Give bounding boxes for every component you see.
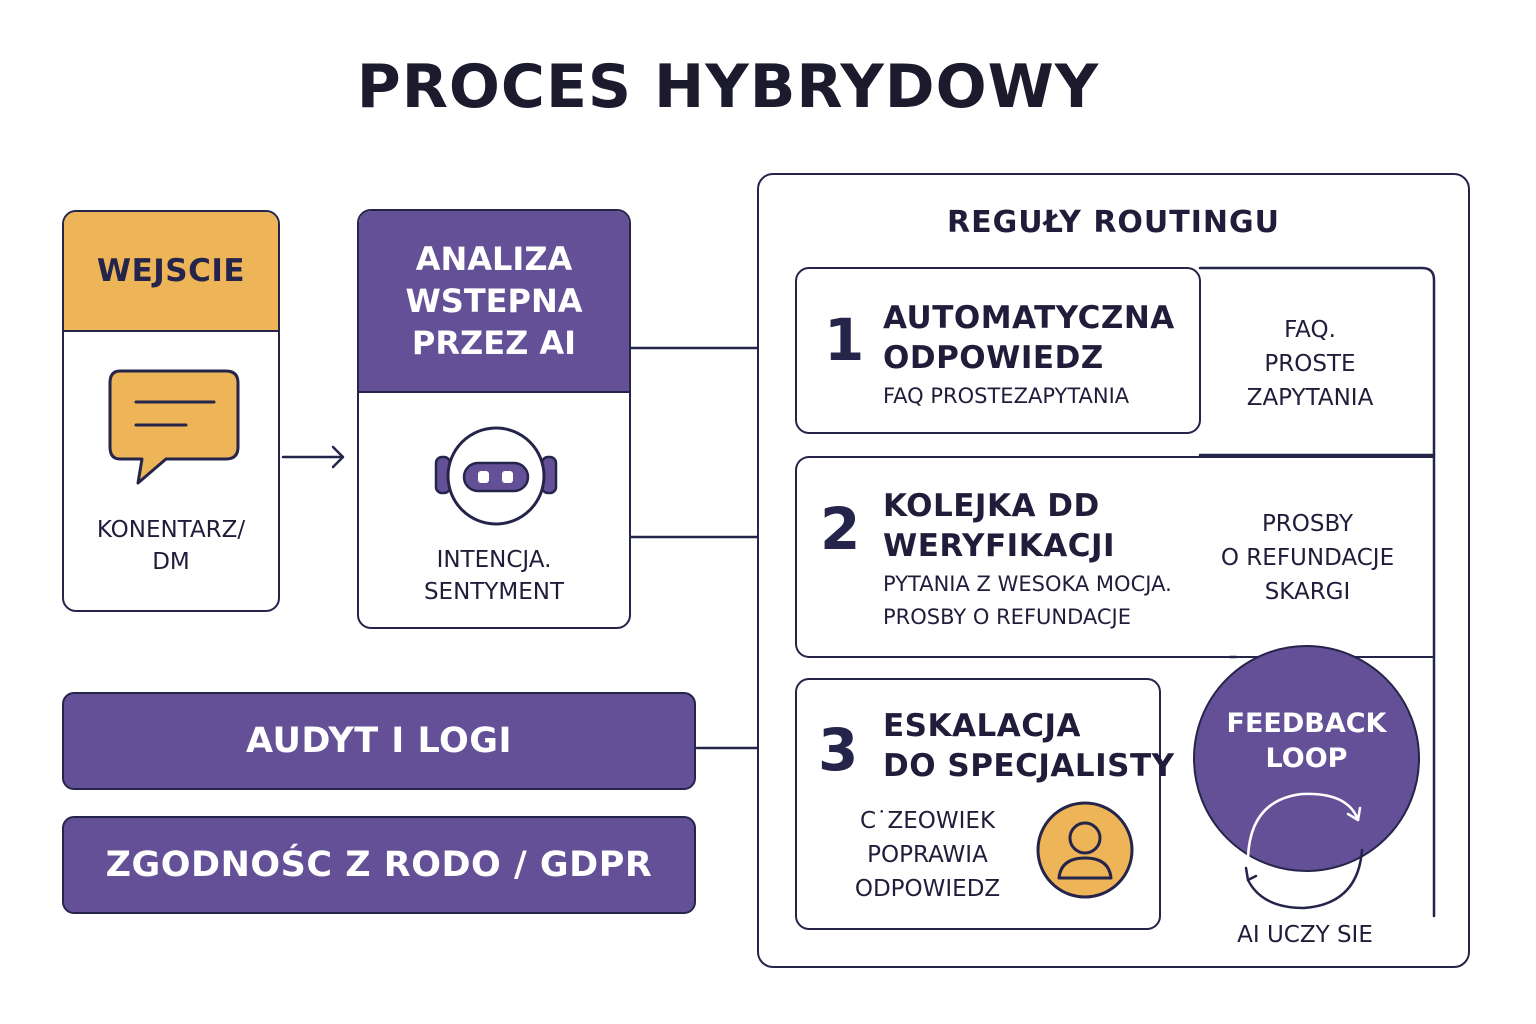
person-icon [1035,800,1135,900]
feedback-label-line: FEEDBACK [1226,708,1387,739]
rule-1-side-labels: FAQ. PROSTE ZAPYTANIA [1205,313,1415,415]
robot-icon [434,423,558,529]
arrow-input-to-analysis [281,445,345,469]
rule-1-side-line: PROSTE [1264,351,1356,377]
analysis-caption-line: INTENCJA. [436,547,552,573]
rule-2-title-line: KOLEJKA DD [883,488,1100,524]
analysis-title-line: PRZEZ AI [411,324,577,362]
analysis-title-line: WSTEPNA [405,282,583,320]
rule-1-subtitle: FAQ PROSTEZAPYTANIA [883,384,1130,408]
input-caption-line: DM [152,549,190,575]
analysis-card-caption: INTENCJA. SENTYMENT [359,544,629,608]
page-title: PROCES HYBRYDOWY [356,52,1100,122]
input-card-caption: KONENTARZ/ DM [64,514,278,578]
rule-1-side-line: FAQ. [1284,317,1336,343]
rule-3-caption-line: C˙ZEOWIEK [859,808,996,834]
rule-1-title-line: AUTOMATYCZNA [883,300,1175,336]
rule-2-side-line: SKARGI [1264,579,1351,605]
rule-2-side-labels: PROSBY O REFUNDACJE SKARGI [1200,507,1415,609]
input-card: WEJSCIE KONENTARZ/ DM [62,210,280,612]
input-caption-line: KONENTARZ/ [96,517,246,543]
rule-1-title-line: ODPOWIEDZ [883,340,1104,376]
rule-2-side-line: PROSBY [1261,511,1354,537]
rule-2-side-line: O REFUNDACJE [1220,545,1395,571]
rule-1-number: 1 [824,306,865,374]
input-card-header: WEJSCIE [64,212,278,332]
analysis-caption-line: SENTYMENT [423,579,565,605]
rule-1-text: AUTOMATYCZNA ODPOWIEDZ FAQ PROSTEZAPYTAN… [883,298,1175,413]
rule-2-text: KOLEJKA DD WERYFIKACJI PYTANIA Z WESOKA … [883,486,1172,634]
rule-2-title-line: WERYFIKACJI [883,528,1116,564]
feedback-loop-circle [1193,645,1420,872]
rule-1-box [795,267,1201,434]
rule-2-number: 2 [820,495,861,563]
feedback-label-line: LOOP [1265,743,1348,774]
rule-3-caption: C˙ZEOWIEK POPRAWIA ODPOWIEDZ [815,804,1040,906]
analysis-title-line: ANALIZA [415,240,573,278]
rule-3-title-line: DO SPECJALISTY [883,748,1175,784]
rule-3-number: 3 [818,716,859,784]
analysis-card: ANALIZA WSTEPNA PRZEZ AI INTENCJA. SENTY… [357,209,631,629]
gdpr-compliance-bar: ZGODNOŚC Z RODO / GDPR [62,816,696,914]
analysis-card-header: ANALIZA WSTEPNA PRZEZ AI [359,211,629,393]
rule-1-side-line: ZAPYTANIA [1246,385,1374,411]
feedback-loop-label: FEEDBACK LOOP [1193,706,1420,776]
cycle-arrows-icon [1244,792,1364,910]
chat-bubble-icon [106,367,242,489]
audit-logs-bar: AUDYT I LOGI [62,692,696,790]
rule-3-text: ESKALACJA DO SPECJALISTY [883,706,1175,786]
rule-2-subtitle-line: PYTANIA Z WESOKA MOCJA. [883,572,1172,596]
rule-3-caption-line: POPRAWIA [867,842,988,868]
rule-3-caption-line: ODPOWIEDZ [854,876,1001,902]
rule-3-title-line: ESKALACJA [883,708,1082,744]
input-card-title: WEJSCIE [96,253,246,289]
rule-2-subtitle-line: PROSBY O REFUNDACJE [883,605,1132,629]
feedback-caption: AI UCZY SIE [1237,922,1373,948]
routing-panel-title: REGUŁY ROUTINGU [946,205,1281,240]
rule-2-box [795,456,1435,658]
